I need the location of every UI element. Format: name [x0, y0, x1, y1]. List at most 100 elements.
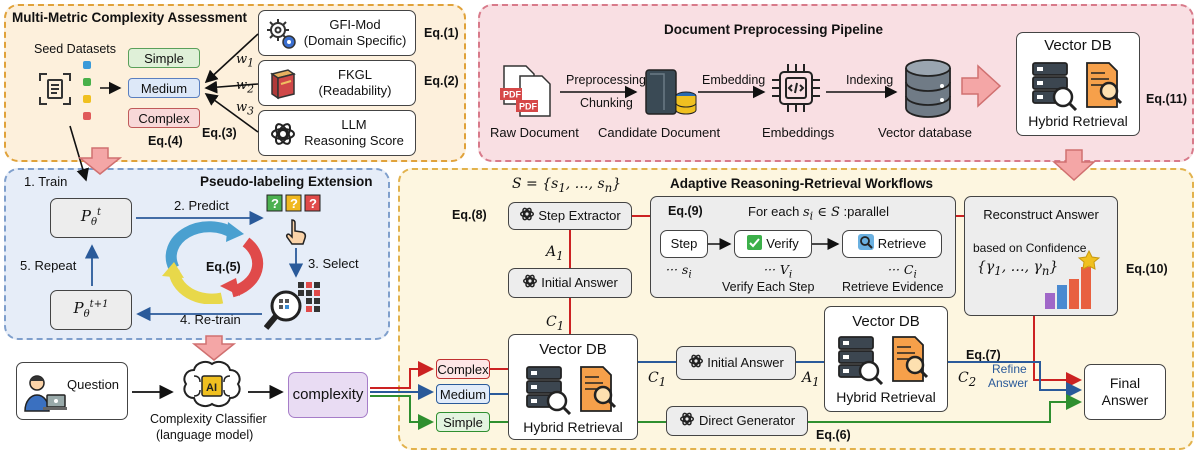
model-t1-superscript: t+1 [89, 299, 109, 310]
eq6-label: Eq.(6) [816, 428, 851, 442]
dataset-dots [82, 60, 92, 124]
step-repeat-label: 5. Repeat [20, 258, 77, 273]
metric-llm-desc: Reasoning Score [304, 133, 404, 148]
cycle-arrows-icon [160, 220, 266, 309]
svg-text:?: ? [271, 196, 279, 211]
openai-icon [519, 206, 535, 226]
eq11-label: Eq.(11) [1146, 92, 1187, 106]
eq4-label: Eq.(4) [148, 134, 183, 148]
question-box: Question [16, 362, 128, 420]
gamma-set: {γ1, …, γn} [977, 259, 1059, 278]
medium-vector-db-box: Vector DB Hybrid Retrieval [824, 306, 948, 412]
metric-gfi-box: GFI-Mod(Domain Specific) [258, 10, 416, 56]
refine-label-2: Answer [988, 376, 1029, 390]
initial-answer-mid-box: Initial Answer [676, 346, 796, 380]
openai-icon [269, 120, 297, 152]
question-marks-icon: ??? [266, 194, 322, 219]
metric-gfi-name: GFI-Mod [329, 17, 381, 33]
check-icon [747, 234, 763, 254]
dataset-icon [38, 72, 72, 106]
openai-icon [688, 353, 704, 373]
svg-text:PDF: PDF [503, 90, 522, 100]
complexity-panel-title: Multi-Metric Complexity Assessment [12, 10, 248, 25]
pseudo-panel-title: Pseudo-labeling Extension [200, 174, 373, 189]
direct-generator-box: Direct Generator [666, 406, 808, 436]
dots-v: ··· Vi [764, 262, 793, 281]
pointing-hand-icon [284, 218, 308, 251]
step-train-label: 1. Train [24, 174, 68, 189]
medium-vector-db-title: Vector DB [852, 313, 920, 330]
svg-text:?: ? [309, 196, 317, 211]
embedding-chip-icon [770, 62, 822, 119]
eq8-label: Eq.(8) [452, 208, 487, 222]
dots-s: ··· si [666, 262, 692, 281]
workflow-vector-db-title: Vector DB [539, 341, 607, 358]
chunking-label: Chunking [580, 96, 633, 110]
openai-icon [522, 273, 538, 293]
vector-database-label: Vector database [878, 125, 972, 140]
step-extractor-label: Step Extractor [538, 208, 621, 224]
preprocess-vector-db-title: Vector DB [1044, 37, 1112, 54]
initial-answer-top-box: Initial Answer [508, 268, 632, 298]
retrieve-evidence-label: Retrieve Evidence [842, 280, 944, 294]
model-t1-box: Pθt+1 [50, 290, 132, 330]
metric-fkgl-name: FKGL [338, 67, 372, 83]
openai-icon [679, 411, 695, 431]
eq10-label: Eq.(10) [1126, 262, 1168, 276]
retrieve-box: Retrieve [842, 230, 942, 258]
retrieve-label: Retrieve [877, 236, 927, 252]
raw-document-label: Raw Document [490, 125, 579, 140]
initial-answer-top-label: Initial Answer [541, 275, 618, 291]
eq1-label: Eq.(1) [424, 26, 459, 40]
foreach-label: For each si ∈ S :parallel [748, 204, 890, 223]
embedding-label: Embedding [702, 73, 766, 87]
initial-answer-mid-label: Initial Answer [707, 355, 784, 371]
foreach-text: For each [748, 204, 800, 219]
eq3-label: Eq.(3) [202, 126, 237, 140]
weight-w3: w3 [236, 100, 255, 118]
search-icon [857, 234, 874, 254]
level-simple: Simple [128, 48, 200, 68]
step-retrain-label: 4. Re-train [180, 312, 241, 327]
a1-label-mid: A1 [802, 370, 820, 389]
route-medium-tag: Medium [436, 384, 490, 404]
reconstruct-title: Reconstruct Answer [983, 207, 1099, 222]
based-on-label: based on Confidence [973, 241, 1087, 255]
eq2-label: Eq.(2) [424, 74, 459, 88]
verify-label: Verify [766, 236, 799, 252]
classifier-label-line2: (language model) [156, 428, 254, 442]
bar-chart-star-icon [1043, 249, 1111, 317]
gear-icon [265, 17, 299, 55]
c1-label-mid: C1 [648, 370, 667, 389]
workflow-vector-db-box: Vector DB Hybrid Retrieval [508, 334, 638, 440]
user-laptop-icon [23, 373, 67, 417]
final-answer-line1: Final [1109, 375, 1141, 391]
workflow-hybrid-label: Hybrid Retrieval [523, 419, 623, 435]
step-predict-label: 2. Predict [174, 198, 229, 213]
route-complex-tag: Complex [436, 359, 490, 379]
weight-w1: w1 [236, 52, 255, 70]
set-expression: S = {s1, …, sn} [512, 176, 622, 195]
complexity-output-box: complexity [288, 372, 368, 418]
refine-label-1: Refine [992, 362, 1027, 376]
model-t-box: Pθt [50, 198, 132, 238]
model-t-superscript: t [97, 207, 102, 218]
metric-llm-name: LLM [341, 117, 367, 133]
c1-label-top: C1 [546, 314, 565, 333]
medium-hybrid-label: Hybrid Retrieval [836, 389, 936, 405]
server-search-icon [1029, 61, 1129, 115]
a1-label-top: A1 [546, 244, 564, 263]
eq9-label: Eq.(9) [668, 204, 703, 218]
direct-generator-label: Direct Generator [698, 413, 796, 429]
classifier-label-line1: Complexity Classifier [150, 412, 267, 426]
candidate-document-label: Candidate Document [598, 125, 721, 140]
final-answer-line2: Answer [1101, 391, 1149, 408]
book-icon [267, 68, 299, 104]
verify-box: Verify [734, 230, 812, 258]
route-simple-tag: Simple [436, 412, 490, 432]
select-search-grid-icon [263, 280, 328, 343]
parallel-text: :parallel [843, 204, 890, 219]
workflow-panel-title: Adaptive Reasoning-Retrieval Workflows [670, 176, 934, 191]
